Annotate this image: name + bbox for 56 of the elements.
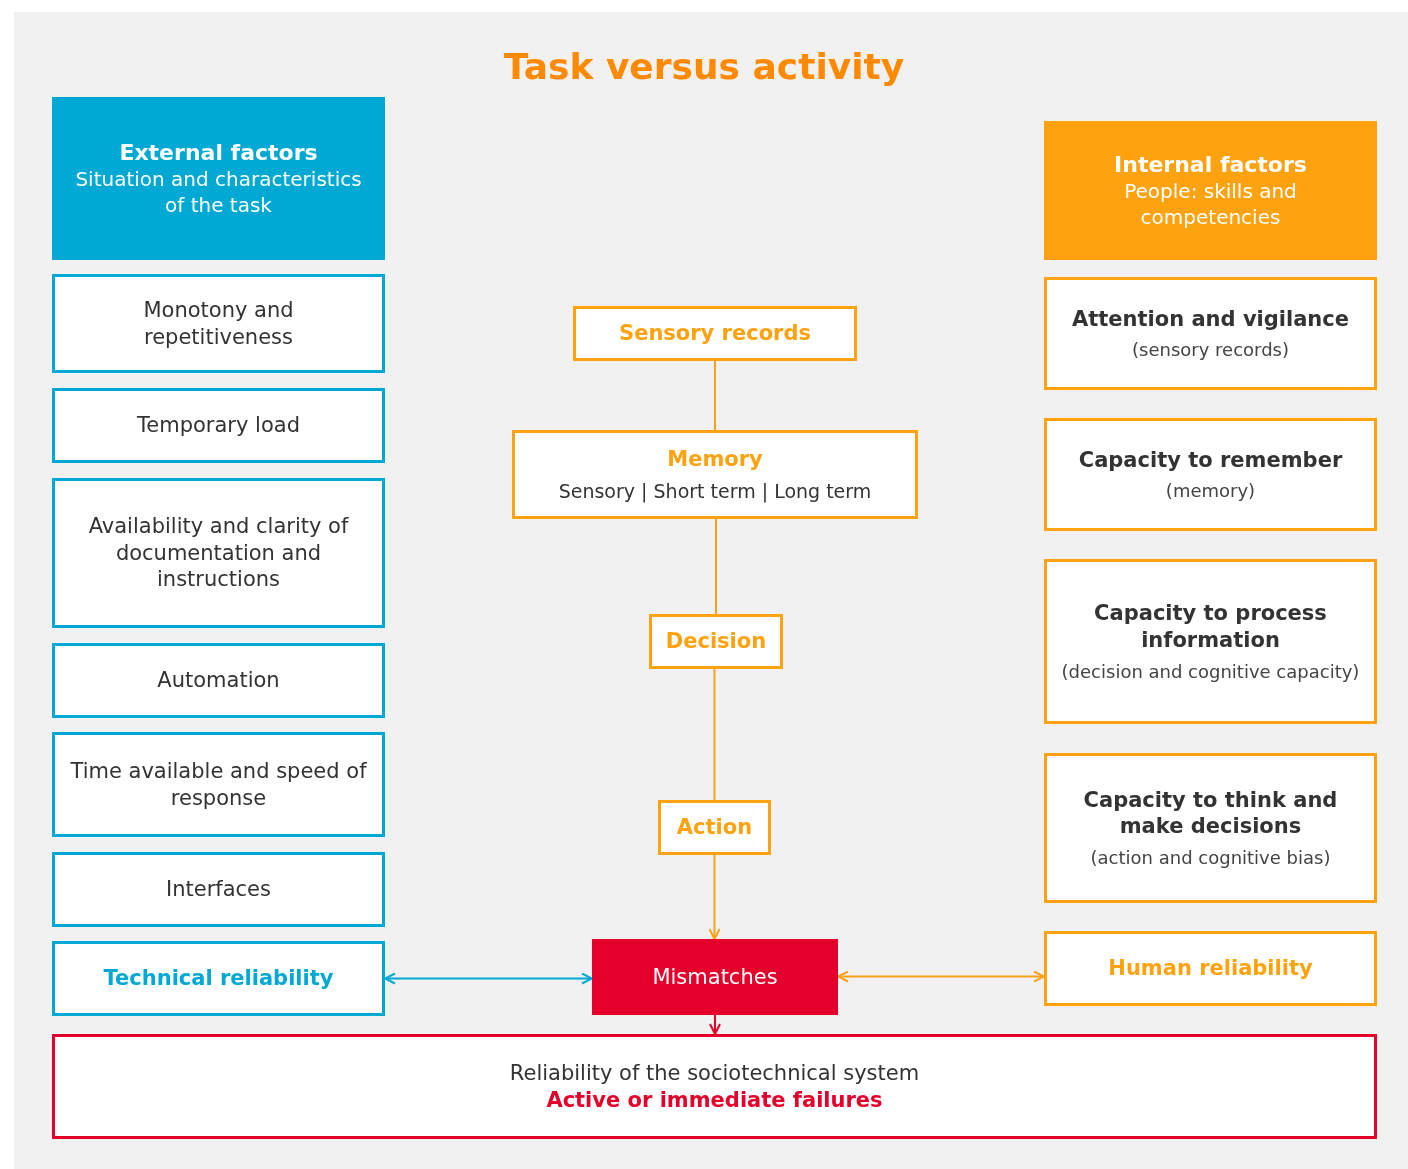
process-box (512, 430, 918, 519)
node-text: Sensory | Short term | Long term (558, 478, 872, 504)
connector-line (714, 360, 716, 431)
node-title: Capacity to remember (1078, 446, 1343, 474)
node-title: Automation (157, 667, 280, 694)
header-box (1044, 121, 1377, 260)
node-title: Capacity to process information (1093, 600, 1328, 654)
factor-box (1044, 418, 1377, 531)
node-title: Decision (665, 628, 767, 655)
node-title: Action (676, 814, 753, 841)
node-title: Temporary load (137, 412, 300, 439)
factor-box (52, 732, 385, 837)
node-title: Time available and speed of response (69, 757, 368, 812)
arrow (708, 854, 721, 940)
mismatch-box (592, 939, 838, 1015)
node-text: (memory) (1165, 479, 1256, 503)
process-box (573, 306, 857, 361)
outcome-box (52, 1034, 1377, 1139)
factor-box (52, 643, 385, 718)
node-title: Interfaces (166, 876, 271, 903)
node-title: Human reliability (1108, 955, 1313, 982)
node-title: External factors (119, 138, 318, 167)
factor-box (1044, 559, 1377, 724)
node-text: Active or immediate failures (546, 1086, 883, 1114)
node-title: Mismatches (652, 963, 778, 991)
diagram-title: Task versus activity (502, 46, 906, 87)
arrow (709, 1014, 721, 1035)
node-text: Situation and characteristics of the task (74, 167, 363, 219)
factor-box (1044, 753, 1377, 903)
node-text: People: skills and competencies (1123, 179, 1298, 231)
header-box (52, 97, 385, 260)
process-box (1044, 931, 1377, 1006)
factor-box (52, 388, 385, 463)
node-title: Memory (667, 445, 763, 473)
node-title: Sensory records (619, 320, 811, 347)
node-title: Attention and vigilance (1071, 305, 1349, 333)
node-title: Internal factors (1114, 150, 1307, 179)
node-text: (sensory records) (1132, 338, 1289, 362)
factor-box (52, 478, 385, 628)
node-title: Availability and clarity of documentation and instructions (87, 512, 350, 594)
factor-box (1044, 277, 1377, 390)
connector-line (713, 668, 716, 801)
node-text: (action and cognitive bias) (1090, 846, 1331, 870)
process-box (649, 614, 783, 669)
factor-box (52, 274, 385, 373)
node-title: Reliability of the sociotechnical system (509, 1059, 920, 1087)
connector-line (715, 518, 717, 615)
node-title: Monotony and repetitiveness (142, 296, 295, 351)
node-title: Technical reliability (103, 965, 334, 992)
process-box (658, 800, 771, 855)
arrow (384, 972, 593, 985)
arrow (837, 970, 1045, 983)
node-title: Capacity to think and make decisions (1082, 786, 1339, 841)
factor-box (52, 941, 385, 1016)
node-text: (decision and cognitive capacity) (1061, 659, 1360, 683)
factor-box (52, 852, 385, 927)
